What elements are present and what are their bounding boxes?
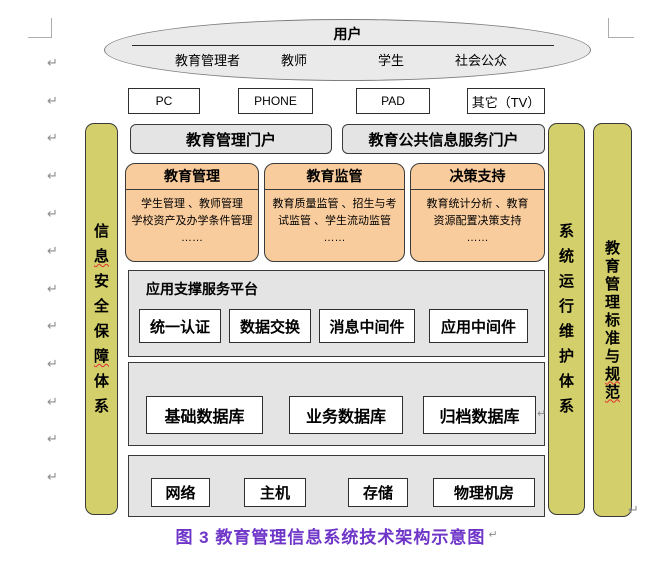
vbar-char: 维 xyxy=(558,323,574,340)
vbar-char: 护 xyxy=(558,348,574,365)
layer-databases: 基础数据库 业务数据库 归档数据库 ↵ xyxy=(128,362,547,446)
vbar-char: 信 xyxy=(93,223,109,240)
users-ellipse xyxy=(104,19,591,81)
paragraph-mark-icon: ↵ xyxy=(47,55,58,70)
layer-infrastructure: 网络 主机 存储 物理机房 xyxy=(128,455,545,517)
domain-card-decision-support: 决策支持 教育统计分析 、教育 资源配置决策支持 …… xyxy=(410,163,545,262)
paragraph-mark-column: ↵ ↵ ↵ ↵ ↵ ↵ ↵ ↵ ↵ ↵ ↵ ↵ xyxy=(47,56,63,483)
infra-storage: 存储 xyxy=(348,478,408,507)
figure-caption: 图 3 教育管理信息系统技术架构示意图 xyxy=(175,528,486,547)
domain-title: 决策支持 xyxy=(411,164,544,190)
vbar-char: 障 xyxy=(93,348,109,365)
user-member-public: 社会公众 xyxy=(455,53,508,68)
paragraph-mark-icon: ↵ xyxy=(47,393,58,409)
sidebar-management-standards: 教 育 管 理 标 准 与 规 范 xyxy=(593,123,632,517)
module-data-exchange: 数据交换 xyxy=(229,309,311,343)
vbar-char: 系 xyxy=(93,398,109,415)
sidebar-info-security-system: 信 息 安 全 保 障 体 系 xyxy=(85,123,118,515)
users-title: 用户 xyxy=(333,26,362,42)
layer-application-support-platform: 应用支撑服务平台 统一认证 数据交换 消息中间件 应用中间件 xyxy=(128,270,545,357)
portal-education-management: 教育管理门户 xyxy=(130,124,332,154)
vbar-char: 育 xyxy=(604,257,620,275)
vbar-char: 系 xyxy=(558,223,574,240)
device-box-other-tv: 其它（TV） xyxy=(467,88,545,114)
vbar-char: 管 xyxy=(604,275,620,293)
paragraph-mark-icon: ↵ xyxy=(537,408,547,420)
vbar-char: 全 xyxy=(93,298,109,315)
vbar-char: 与 xyxy=(604,347,620,365)
module-app-middleware: 应用中间件 xyxy=(429,309,528,343)
vbar-char: 行 xyxy=(558,298,574,315)
user-member-students: 学生 xyxy=(378,53,405,68)
vbar-char: 安 xyxy=(93,273,109,290)
vbar-char: 准 xyxy=(604,329,620,347)
domain-title: 教育管理 xyxy=(126,164,258,190)
text-boundary-corner-mark-left xyxy=(28,18,52,38)
vbar-char: 理 xyxy=(604,293,620,311)
vbar-char: 统 xyxy=(558,248,574,265)
vbar-char: 系 xyxy=(558,398,574,415)
paragraph-mark-icon: ↵ xyxy=(47,280,58,296)
vbar-char: 息 xyxy=(93,248,109,265)
db-archive: 归档数据库 xyxy=(423,396,536,434)
domain-body: 学生管理 、教师管理 学校资产及办学条件管理 …… xyxy=(131,198,253,245)
paragraph-mark-icon: ↵ xyxy=(47,130,58,146)
vbar-char: 教 xyxy=(604,239,620,257)
paragraph-mark-icon: ↵ xyxy=(47,468,58,484)
device-box-pc: PC xyxy=(128,88,200,114)
infra-server-room: 物理机房 xyxy=(433,478,535,507)
paragraph-mark-icon: ↵ xyxy=(47,243,58,259)
domain-title: 教育监管 xyxy=(265,164,404,190)
paragraph-mark-icon: ↵ xyxy=(47,356,58,371)
vbar-char: 保 xyxy=(93,323,109,340)
text-boundary-corner-mark-right xyxy=(608,18,634,38)
user-member-admins: 教育管理者 xyxy=(175,53,241,68)
domain-card-education-supervision: 教育监管 教育质量监管 、招生与考 试监管 、学生流动监管 …… xyxy=(264,163,405,262)
db-basic: 基础数据库 xyxy=(146,396,263,434)
paragraph-mark-icon: ↵ xyxy=(47,431,58,447)
module-unified-auth: 统一认证 xyxy=(139,309,221,343)
portal-public-info-service: 教育公共信息服务门户 xyxy=(342,124,545,154)
sidebar-operation-maintenance-system: 系 统 运 行 维 护 体 系 xyxy=(548,123,585,515)
device-box-phone: PHONE xyxy=(238,88,313,114)
module-message-middleware: 消息中间件 xyxy=(319,309,415,343)
users-divider-line xyxy=(132,45,554,46)
paragraph-mark-icon: ↵ xyxy=(488,529,498,541)
paragraph-mark-icon: ↵ xyxy=(47,205,58,221)
vbar-char: 范 xyxy=(604,383,620,401)
paragraph-mark-icon: ↵ xyxy=(47,92,58,108)
platform-title: 应用支撑服务平台 xyxy=(146,281,258,297)
infra-host: 主机 xyxy=(244,478,306,507)
device-box-pad: PAD xyxy=(356,88,430,114)
figure-caption-row: 图 3 教育管理信息系统技术架构示意图 ↵ xyxy=(128,528,545,548)
vbar-char: 体 xyxy=(93,373,109,390)
paragraph-mark-icon: ↵ xyxy=(628,502,639,517)
vbar-char: 规 xyxy=(604,365,620,383)
user-member-teachers: 教师 xyxy=(281,53,308,68)
domain-body: 教育统计分析 、教育 资源配置决策支持 …… xyxy=(426,198,529,245)
paragraph-mark-icon: ↵ xyxy=(47,167,58,183)
paragraph-mark-icon: ↵ xyxy=(47,318,58,334)
domain-body: 教育质量监管 、招生与考 试监管 、学生流动监管 …… xyxy=(272,198,397,245)
db-business: 业务数据库 xyxy=(289,396,403,434)
infra-network: 网络 xyxy=(151,478,210,507)
vbar-char: 标 xyxy=(604,311,620,329)
domain-card-education-management: 教育管理 学生管理 、教师管理 学校资产及办学条件管理 …… xyxy=(125,163,259,262)
vbar-char: 运 xyxy=(558,273,574,290)
vbar-char: 体 xyxy=(558,373,574,390)
